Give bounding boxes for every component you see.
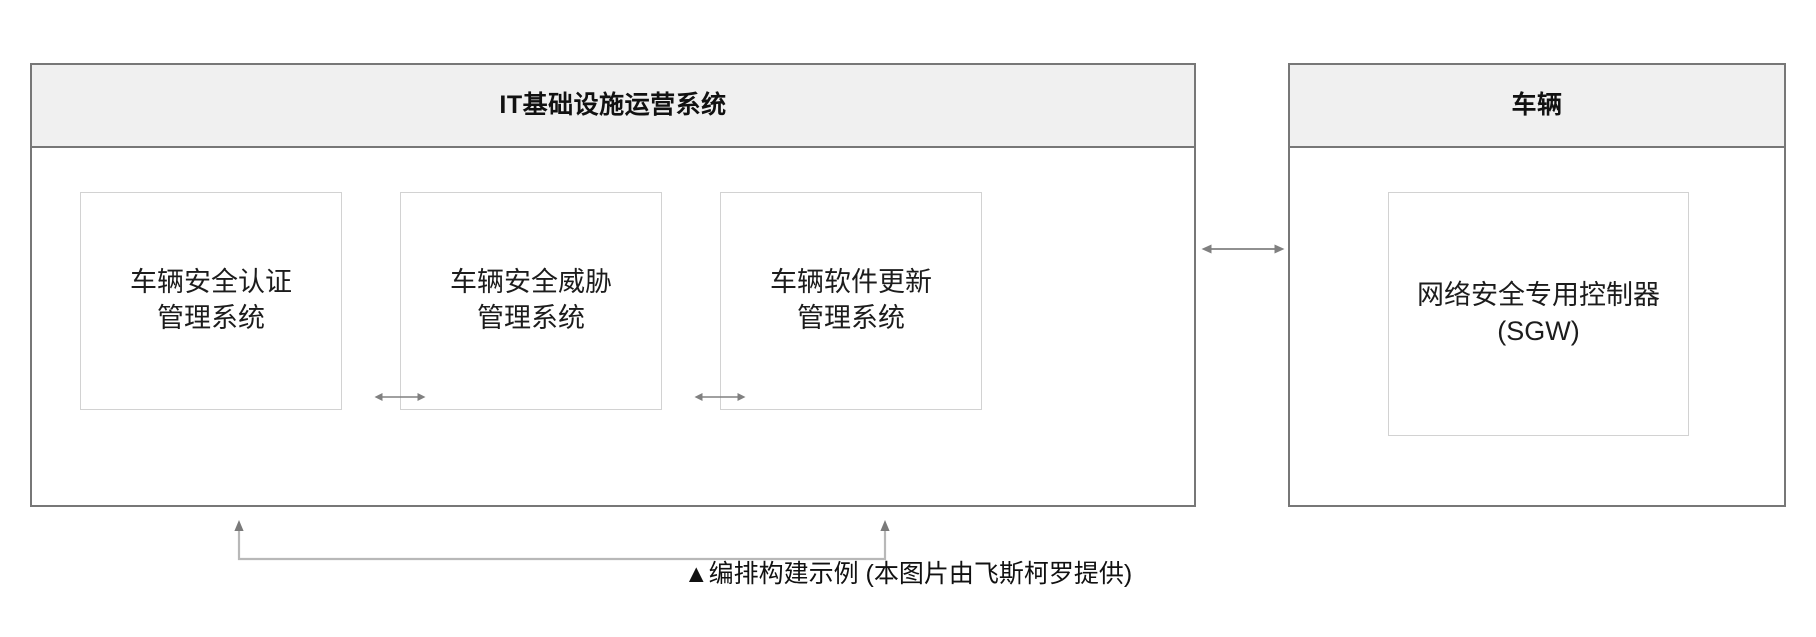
panel-header-vehicle: 车辆: [1290, 65, 1784, 148]
node-security-gateway[interactable]: 网络安全专用控制器 (SGW): [1388, 192, 1689, 436]
panel-title-vehicle: 车辆: [1511, 91, 1563, 119]
node-vehicle-security-threat[interactable]: 车辆安全威胁 管理系统: [400, 192, 662, 410]
connector-it-vehicle-bidirectional-arrow-icon: [1201, 244, 1285, 254]
panel-title-it-infrastructure: IT基础设施运营系统: [499, 91, 727, 119]
node-label-security-gateway: 网络安全专用控制器 (SGW): [1417, 280, 1660, 346]
panel-body-it-infrastructure: 车辆安全认证 管理系统 车辆安全威胁 管理系统 车辆软件更新 管理系统: [32, 148, 1194, 561]
node-vehicle-security-auth[interactable]: 车辆安全认证 管理系统: [80, 192, 342, 410]
node-vehicle-software-update[interactable]: 车辆软件更新 管理系统: [720, 192, 982, 410]
caption-marker-triangle-icon: ▲: [683, 560, 709, 588]
node-label-vehicle-security-auth: 车辆安全认证 管理系统: [130, 267, 292, 333]
panel-body-vehicle: 网络安全专用控制器 (SGW): [1290, 148, 1784, 505]
panel-vehicle: 车辆 网络安全专用控制器 (SGW): [1288, 63, 1786, 507]
panel-header-it-infrastructure: IT基础设施运营系统: [32, 65, 1194, 148]
node-label-vehicle-software-update: 车辆软件更新 管理系统: [770, 267, 932, 333]
diagram-caption: ▲编排构建示例 (本图片由飞斯柯罗提供): [0, 562, 1816, 587]
caption-text: 编排构建示例 (本图片由飞斯柯罗提供): [708, 560, 1133, 588]
panel-it-infrastructure: IT基础设施运营系统 车辆安全认证 管理系统 车辆安全威胁 管理系统 车辆软件更…: [30, 63, 1196, 561]
node-label-vehicle-security-threat: 车辆安全威胁 管理系统: [450, 267, 612, 333]
